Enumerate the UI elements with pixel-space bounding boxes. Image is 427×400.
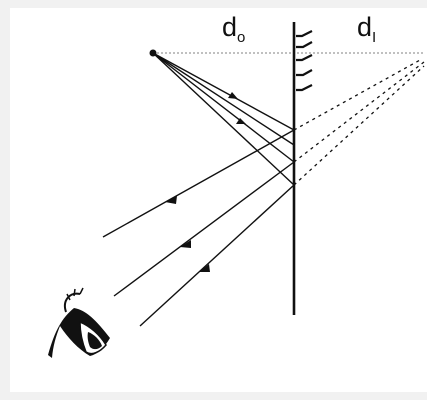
incident-ray-4 [152,52,295,186]
incident-rays [152,52,295,186]
incident-ray-1 [152,52,295,131]
reflected-ray-2 [113,161,295,297]
reflected-ray-1 [102,129,295,238]
object-distance-label: do [222,12,245,46]
virtual-rays [293,59,425,186]
reflected-rays [102,129,295,327]
incident-ray-2 [152,52,295,146]
eye-icon [48,287,110,358]
mirror-hatching [296,30,313,92]
incident-ray-arrows [228,92,246,124]
incident-ray-3 [152,52,295,163]
image-distance-label: dI [357,12,376,46]
reflected-ray-arrows [165,196,210,272]
reflected-ray-3 [139,184,295,327]
